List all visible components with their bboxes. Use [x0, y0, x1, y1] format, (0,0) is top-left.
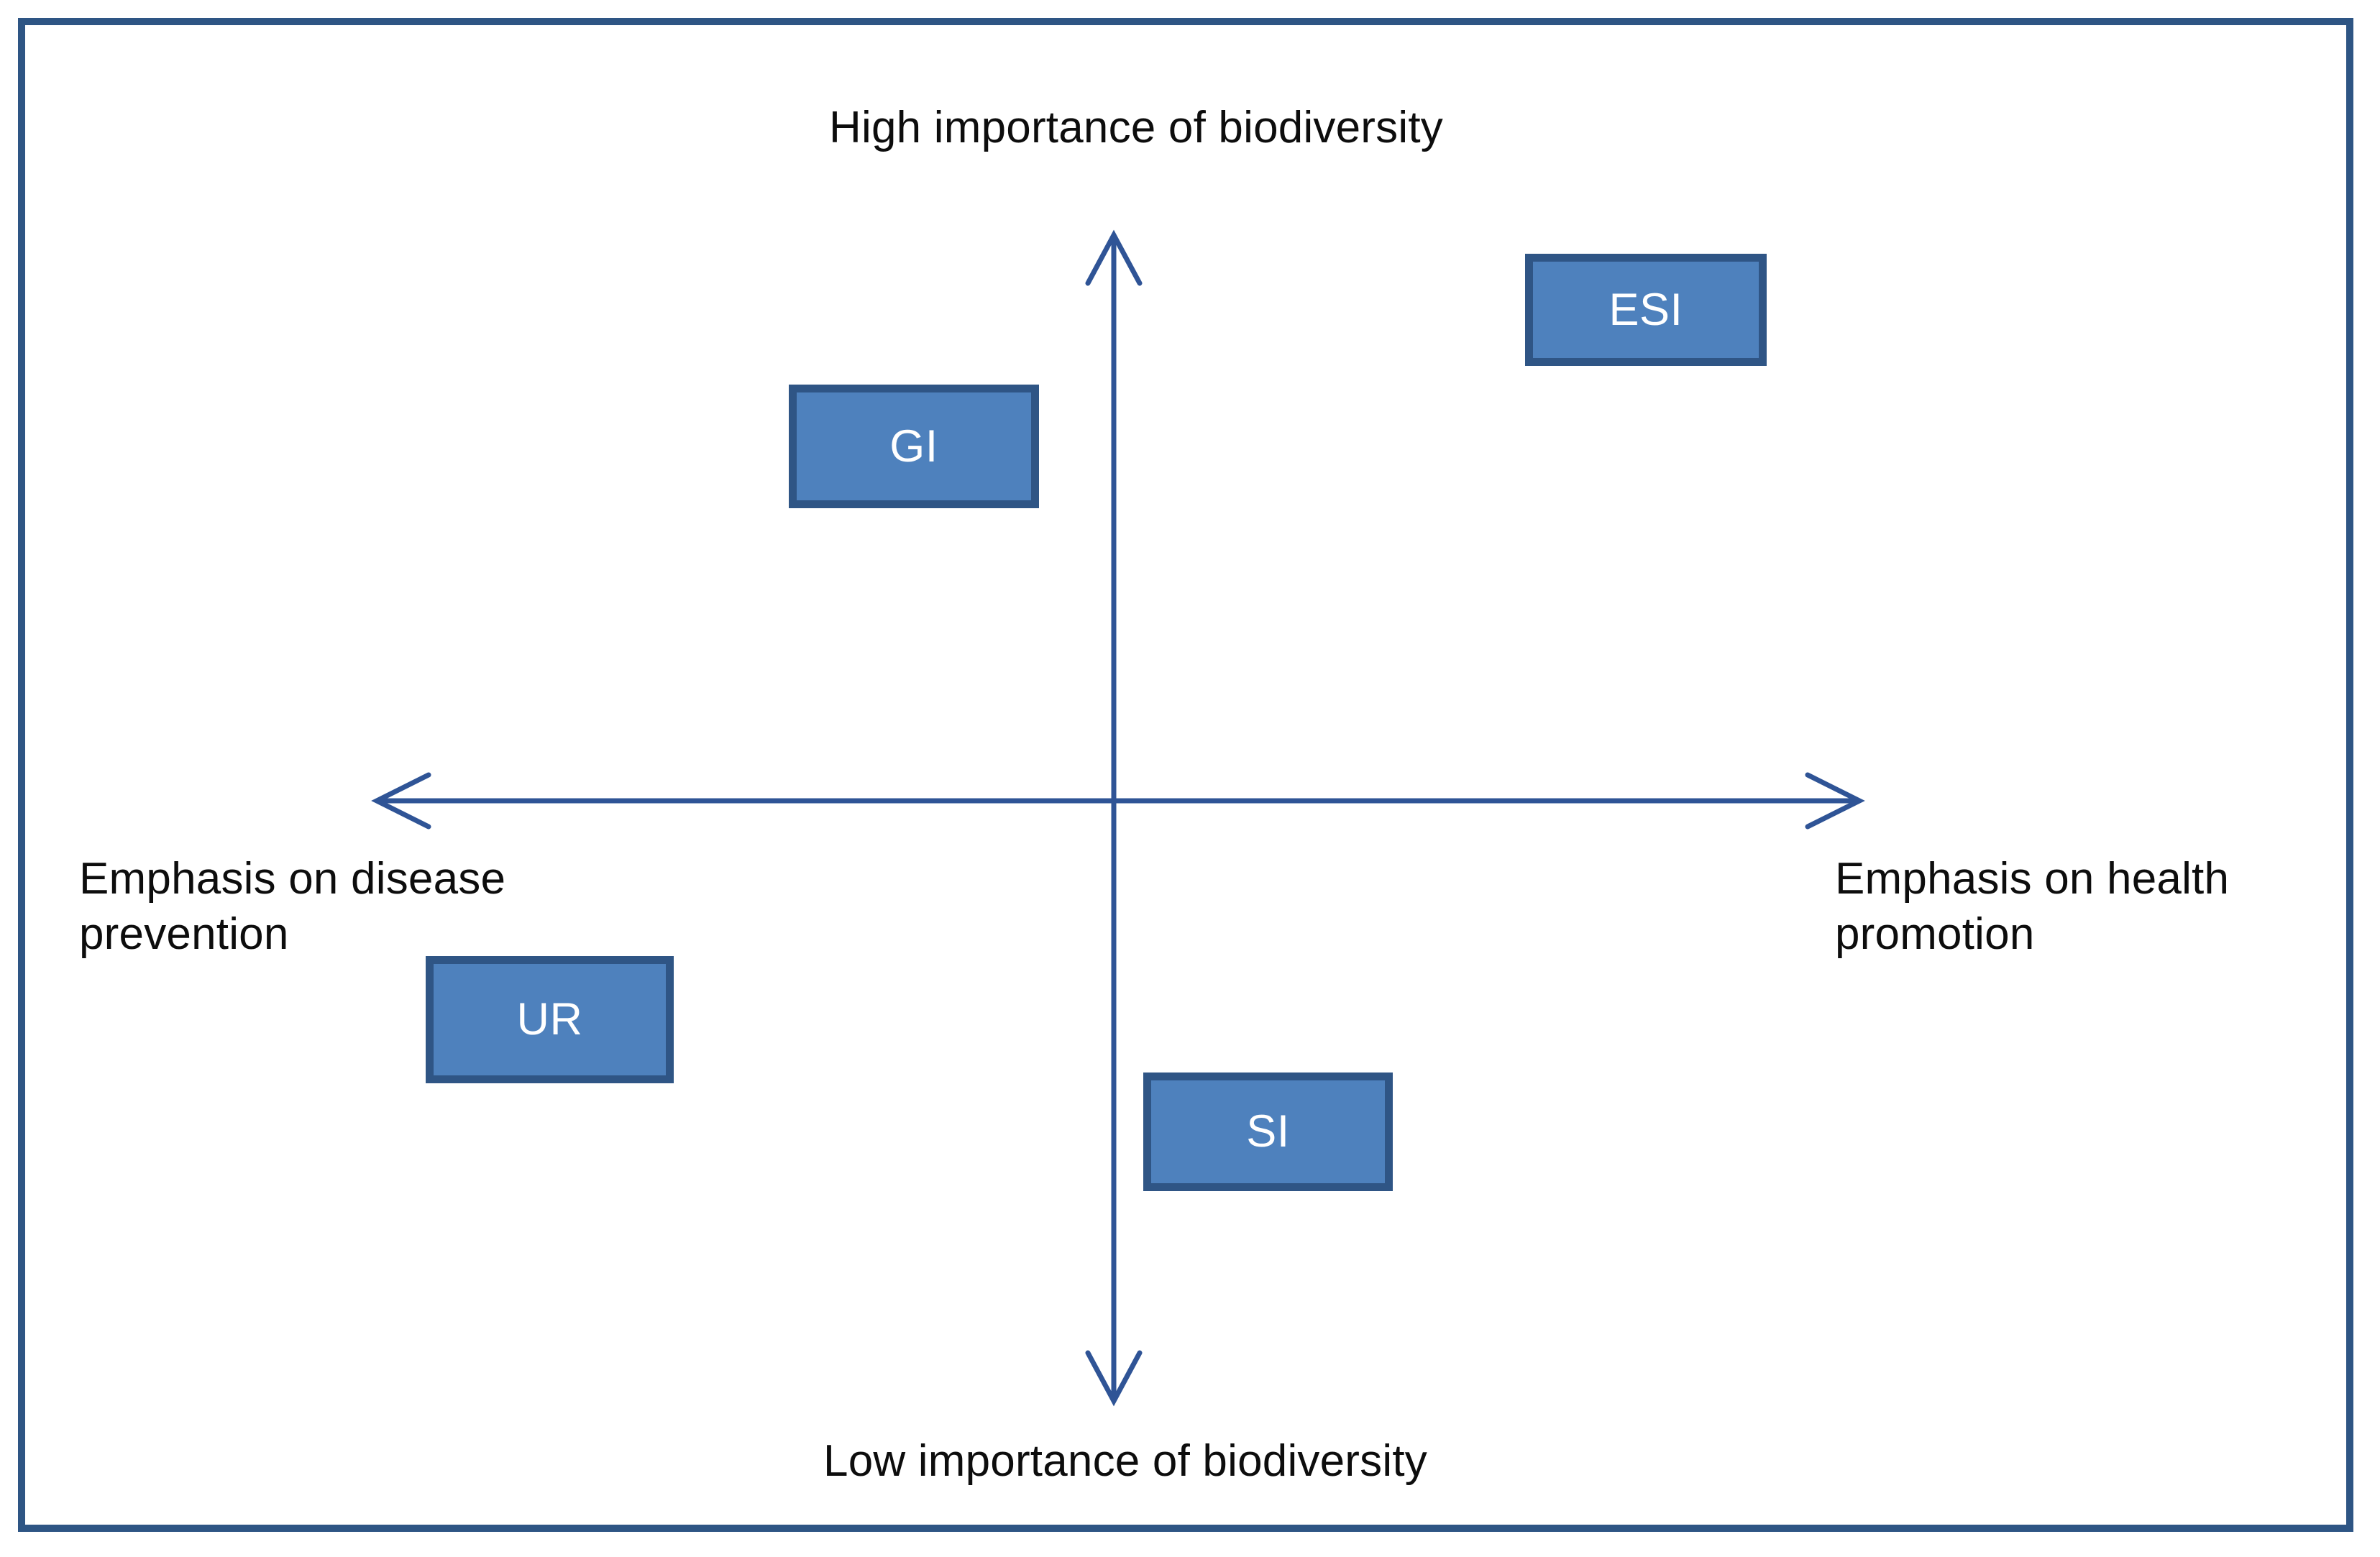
- axis-label-bottom: Low importance of biodiversity: [823, 1436, 1427, 1486]
- item-box-gi[interactable]: GI: [789, 385, 1039, 508]
- axis-label-right: Emphasis on health promotion: [1835, 854, 2230, 959]
- item-box-esi[interactable]: ESI: [1525, 254, 1767, 366]
- axis-label-top: High importance of biodiversity: [829, 103, 1443, 152]
- item-box-ur-label: UR: [516, 994, 583, 1044]
- item-box-gi-label: GI: [889, 421, 938, 472]
- item-box-si[interactable]: SI: [1143, 1073, 1393, 1191]
- item-box-si-label: SI: [1246, 1106, 1290, 1157]
- item-box-esi-label: ESI: [1608, 284, 1683, 335]
- diagram-outer-frame: [18, 18, 2353, 1532]
- axis-label-left: Emphasis on disease prevention: [79, 854, 506, 959]
- item-box-ur[interactable]: UR: [426, 956, 674, 1083]
